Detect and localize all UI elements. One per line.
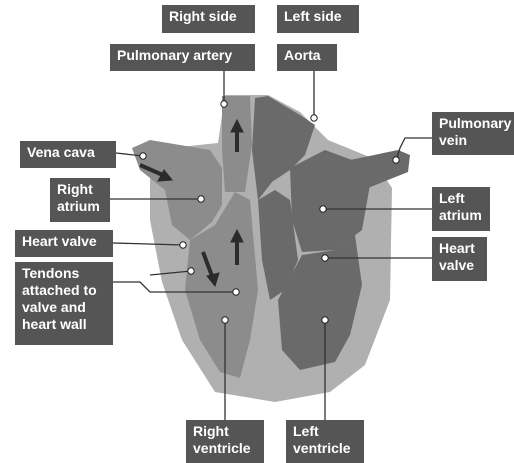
label-heart-valve-right: Heart valve — [432, 237, 487, 281]
label-left-ventricle: Left ventricle — [286, 420, 364, 463]
label-heart-valve: Heart valve — [15, 230, 113, 257]
label-tendons: Tendons attached to valve and heart wall — [15, 262, 113, 345]
label-right-side: Right side — [162, 5, 255, 33]
label-vena-cava: Vena cava — [20, 141, 116, 168]
label-aorta: Aorta — [277, 44, 337, 71]
label-pulmonary-vein: Pulmonary vein — [432, 112, 514, 155]
label-left-atrium: Left atrium — [432, 187, 490, 231]
label-left-side: Left side — [277, 5, 359, 33]
label-right-ventricle: Right ventricle — [186, 420, 264, 463]
label-pulmonary-artery: Pulmonary artery — [110, 44, 255, 71]
label-right-atrium: Right atrium — [50, 178, 110, 222]
